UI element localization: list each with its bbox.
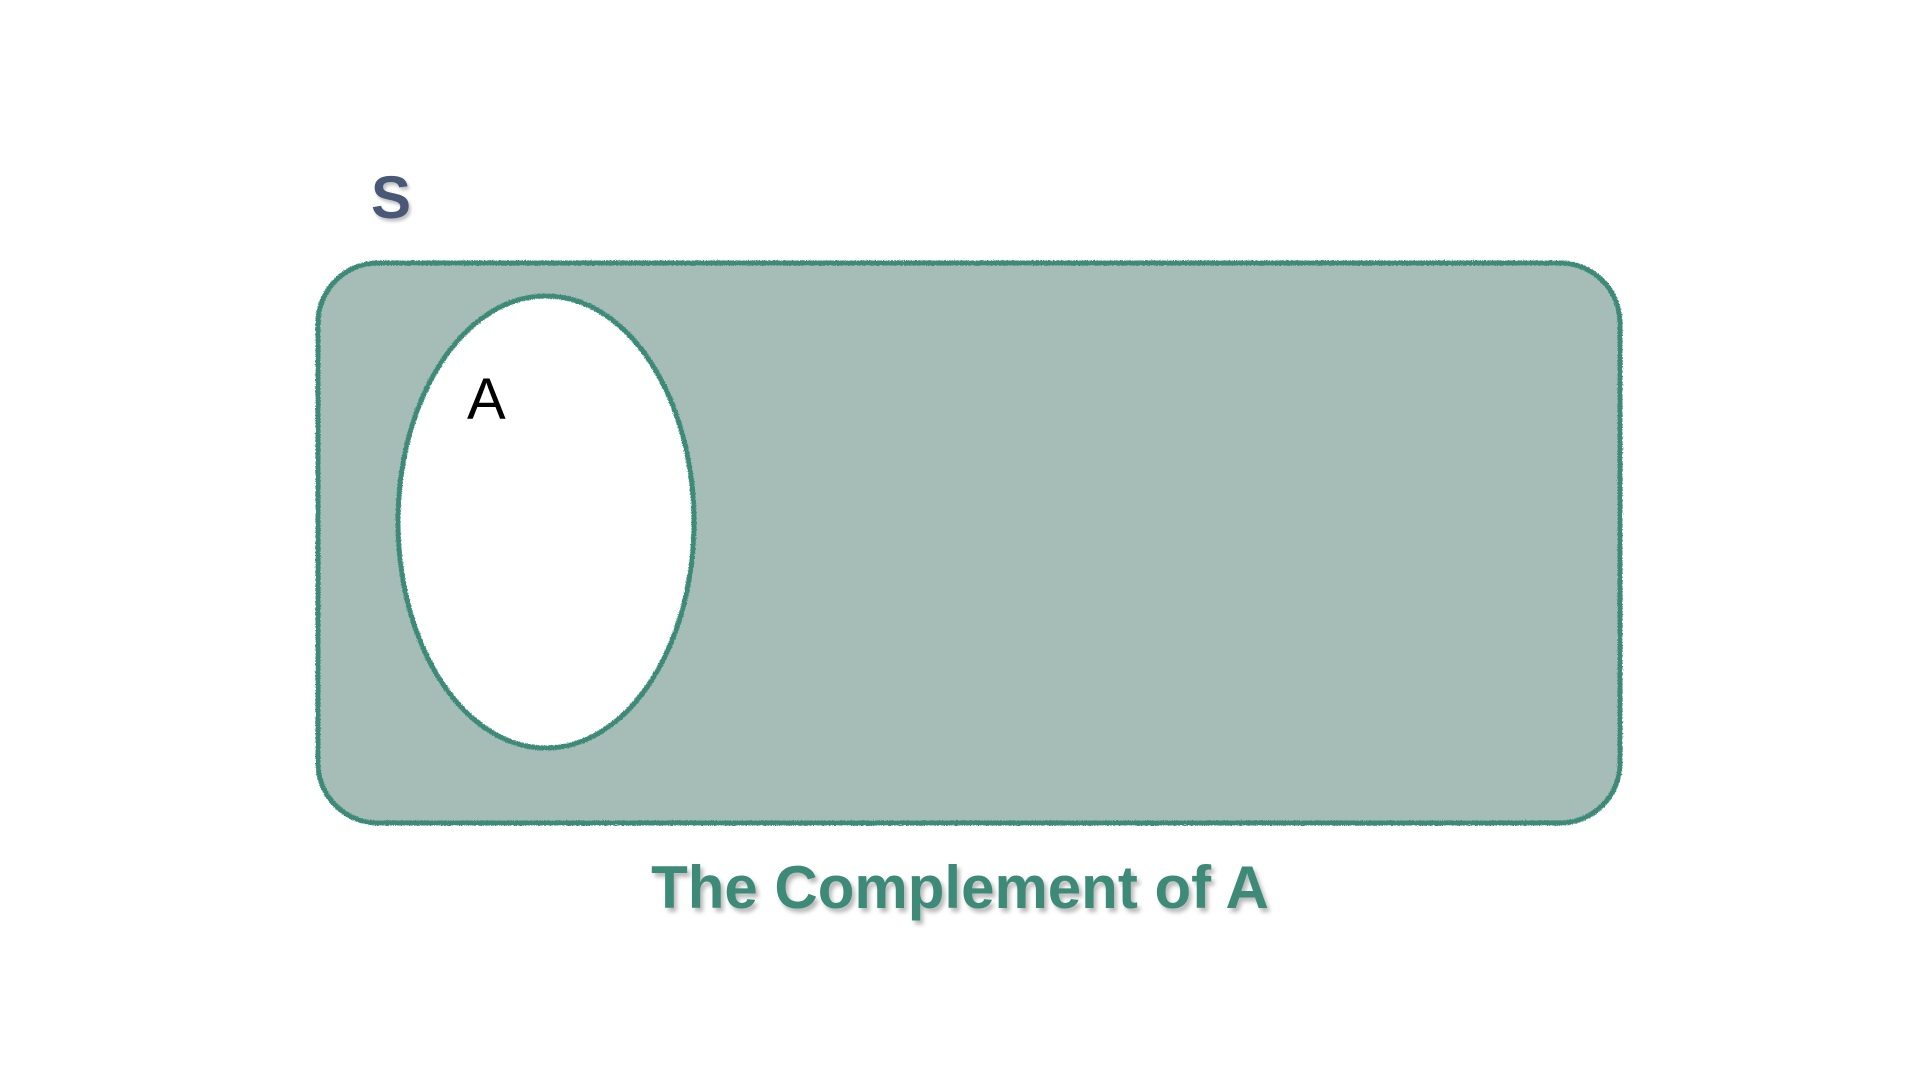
set-a-ellipse bbox=[395, 293, 697, 751]
diagram-caption: The Complement of A bbox=[651, 854, 1269, 921]
set-a-label: A bbox=[467, 367, 506, 432]
universe-label: S bbox=[371, 164, 412, 231]
